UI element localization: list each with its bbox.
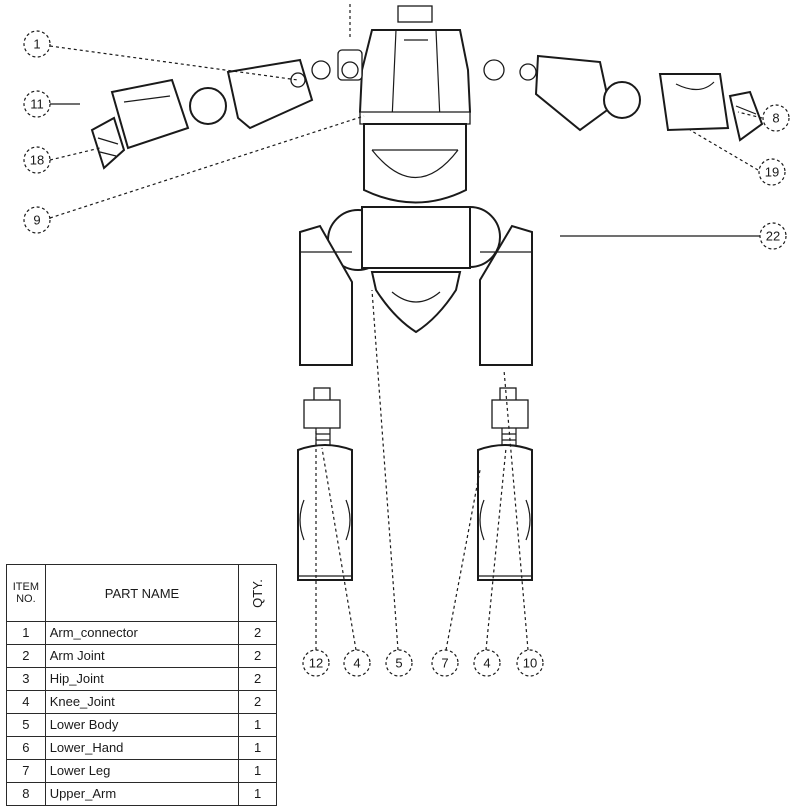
bom-part-name: Arm Joint: [44, 644, 240, 668]
left-shoulder-joint: [311, 49, 363, 81]
balloon-4-right: 4: [473, 649, 501, 677]
left-knee-joint: [303, 387, 341, 448]
bom-part-name: Arm_connector: [44, 621, 240, 645]
bom-header-row: ITEM NO. PART NAME QTY.: [6, 564, 277, 622]
svg-text:11: 11: [30, 97, 44, 112]
bom-item-no: 4: [6, 690, 46, 714]
balloon-11: 11: [23, 90, 51, 118]
bill-of-materials-table: ITEM NO. PART NAME QTY. 1 Arm_connector …: [6, 564, 277, 806]
bom-row: 3 Hip_Joint 2: [6, 667, 277, 691]
bom-part-name: Lower Leg: [44, 759, 240, 783]
balloon-19: 19: [758, 158, 786, 186]
bom-header-qty: QTY.: [238, 564, 277, 622]
bom-qty: 1: [238, 759, 277, 783]
balloon-7: 7: [431, 649, 459, 677]
bom-item-no: 3: [6, 667, 46, 691]
bom-header-qty-label: QTY.: [250, 578, 266, 608]
balloon-10: 10: [516, 649, 544, 677]
right-hand: [728, 90, 764, 142]
bom-header-item-no: ITEM NO.: [6, 564, 46, 622]
right-upper-arm: [534, 54, 612, 132]
bom-part-name: Hip_Joint: [44, 667, 240, 691]
bom-row: 4 Knee_Joint 2: [6, 690, 277, 714]
svg-text:4: 4: [483, 656, 490, 671]
right-elbow-joint: [603, 81, 641, 119]
right-lower-leg: [477, 444, 533, 581]
right-lower-arm: [658, 73, 730, 132]
bom-row: 1 Arm_connector 2: [6, 621, 277, 645]
balloon-18: 18: [23, 146, 51, 174]
bom-item-no: 6: [6, 736, 46, 760]
svg-text:22: 22: [766, 229, 780, 244]
balloon-4-left: 4: [343, 649, 371, 677]
bom-item-no: 1: [6, 621, 46, 645]
left-hand: [90, 116, 126, 170]
bom-row: 5 Lower Body 1: [6, 713, 277, 737]
right-shoulder-joint: [483, 59, 537, 81]
balloon-1: 1: [23, 30, 51, 58]
bom-row: 2 Arm Joint 2: [6, 644, 277, 668]
bom-part-name: Upper_Arm: [44, 782, 240, 806]
left-upper-arm: [226, 58, 314, 130]
right-knee-joint: [491, 387, 529, 448]
svg-text:10: 10: [523, 656, 537, 671]
balloon-22: 22: [759, 222, 787, 250]
left-lower-arm: [110, 78, 190, 150]
svg-text:8: 8: [772, 111, 779, 126]
bom-item-no: 7: [6, 759, 46, 783]
bom-item-no: 8: [6, 782, 46, 806]
svg-text:9: 9: [33, 213, 40, 228]
bom-qty: 1: [238, 713, 277, 737]
bom-item-no: 2: [6, 644, 46, 668]
right-upper-leg: [479, 224, 533, 366]
left-upper-leg: [299, 224, 353, 366]
bom-row: 6 Lower_Hand 1: [6, 736, 277, 760]
svg-text:7: 7: [441, 656, 448, 671]
bom-qty: 2: [238, 690, 277, 714]
svg-text:18: 18: [30, 153, 44, 168]
balloon-5: 5: [385, 649, 413, 677]
bom-row: 7 Lower Leg 1: [6, 759, 277, 783]
svg-text:4: 4: [353, 656, 360, 671]
bom-part-name: Lower Body: [44, 713, 240, 737]
upper-body-part: [358, 5, 472, 125]
bom-header-part-name: PART NAME: [44, 564, 240, 622]
left-elbow-joint: [189, 87, 227, 125]
balloon-12: 12: [302, 649, 330, 677]
balloon-9: 9: [23, 206, 51, 234]
left-lower-leg: [297, 444, 353, 581]
bom-part-name: Lower_Hand: [44, 736, 240, 760]
bom-qty: 2: [238, 644, 277, 668]
bom-part-name: Knee_Joint: [44, 690, 240, 714]
bom-qty: 1: [238, 736, 277, 760]
chest-part: [363, 123, 467, 204]
svg-text:5: 5: [395, 656, 402, 671]
bom-item-no: 5: [6, 713, 46, 737]
bom-qty: 2: [238, 621, 277, 645]
svg-text:12: 12: [309, 656, 323, 671]
balloon-8: 8: [762, 104, 790, 132]
bom-qty: 1: [238, 782, 277, 806]
lower-body-part: [361, 206, 471, 334]
bom-qty: 2: [238, 667, 277, 691]
svg-text:1: 1: [33, 37, 40, 52]
bom-row: 8 Upper_Arm 1: [6, 782, 277, 806]
svg-text:19: 19: [765, 165, 779, 180]
